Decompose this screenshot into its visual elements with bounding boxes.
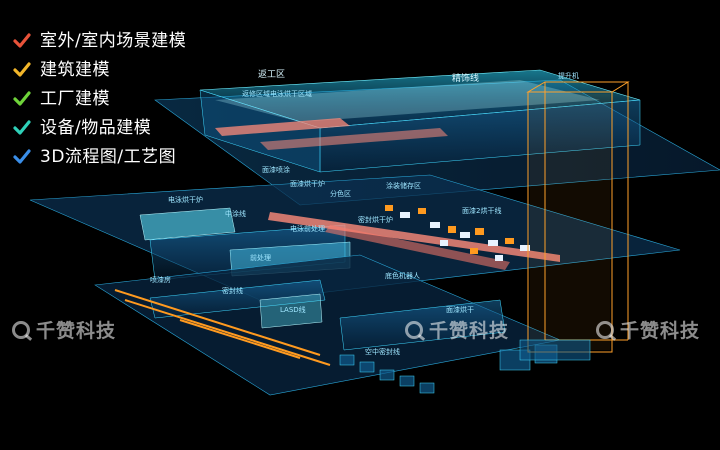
label-finishing-line: 精饰线 <box>452 72 479 84</box>
check-icon <box>13 148 31 164</box>
feature-label: 室外/室内场景建模 <box>40 30 187 51</box>
watermark-left: 千赞科技 <box>12 316 116 343</box>
label-cabin: 喷漆房 <box>150 275 171 284</box>
check-icon <box>13 61 31 77</box>
search-logo-icon <box>405 320 423 339</box>
middle-block-a <box>139 207 236 241</box>
upper-salmon-bar-2 <box>260 128 448 150</box>
search-logo-icon <box>12 320 30 339</box>
feature-label: 3D流程图/工艺图 <box>40 146 177 167</box>
middle-salmon-conveyor <box>268 212 560 262</box>
label-rework-sub: 返修区域电泳烘干区域 <box>242 89 312 98</box>
feature-label: 建筑建模 <box>40 59 110 80</box>
middle-salmon-conveyor-2 <box>325 225 510 270</box>
label-paint-dry: 面漆烘干 <box>446 305 474 314</box>
orange-conveyors <box>114 289 331 366</box>
label-pretreat: 前处理 <box>250 253 271 262</box>
label-color-machine: 底色机器人 <box>385 271 420 280</box>
check-icon <box>13 119 31 135</box>
label-sealing-line: 密封线 <box>222 286 243 295</box>
feature-item: 工厂建模 <box>12 84 186 113</box>
lower-block-c <box>339 299 506 351</box>
label-rework-zone: 返工区 <box>258 68 285 80</box>
label-electro-oven: 电泳前处理 <box>290 224 325 233</box>
lift-base <box>519 339 591 361</box>
label-lift: 提升机 <box>558 71 579 80</box>
label-topcoat2: 面漆2烘干线 <box>462 206 501 215</box>
label-split-zone: 分色区 <box>330 189 351 198</box>
lift-tower-fill <box>530 94 610 350</box>
search-logo-icon <box>596 320 614 339</box>
upper-salmon-bar-1 <box>215 118 350 136</box>
check-icon <box>13 90 31 106</box>
label-dryer: 电泳烘干炉 <box>168 195 203 204</box>
lower-block-a <box>149 279 326 319</box>
feature-item: 3D流程图/工艺图 <box>12 142 186 171</box>
watermark-text: 千赞科技 <box>429 320 510 342</box>
feature-item: 室外/室内场景建模 <box>12 26 186 55</box>
label-mid-coat: 中涂线 <box>225 209 246 218</box>
watermark-text: 千赞科技 <box>36 320 117 342</box>
feature-label: 设备/物品建模 <box>40 117 152 138</box>
label-storage: 涂装储存区 <box>386 181 421 190</box>
upper-building-roof-light <box>215 80 600 122</box>
robot-cluster <box>385 205 530 261</box>
feature-list: 室外/室内场景建模 建筑建模 工厂建模 设备/物品建模 3D流程图/工艺图 <box>12 26 186 171</box>
label-sealing-dryer: 密封烘干炉 <box>358 215 393 224</box>
watermark-right: 千赞科技 <box>596 316 700 343</box>
feature-label: 工厂建模 <box>40 88 110 109</box>
label-topcoat-dryer: 面漆烘干炉 <box>290 179 325 188</box>
label-spray: 面漆喷涂 <box>262 165 290 174</box>
feature-item: 建筑建模 <box>12 55 186 84</box>
watermark-center: 千赞科技 <box>405 316 509 343</box>
watermark-text: 千赞科技 <box>620 320 701 342</box>
lower-block-b <box>259 293 323 329</box>
feature-item: 设备/物品建模 <box>12 113 186 142</box>
label-lasd: LASD线 <box>280 305 306 314</box>
label-air-seal: 空中密封线 <box>365 347 400 356</box>
check-icon <box>13 32 31 48</box>
